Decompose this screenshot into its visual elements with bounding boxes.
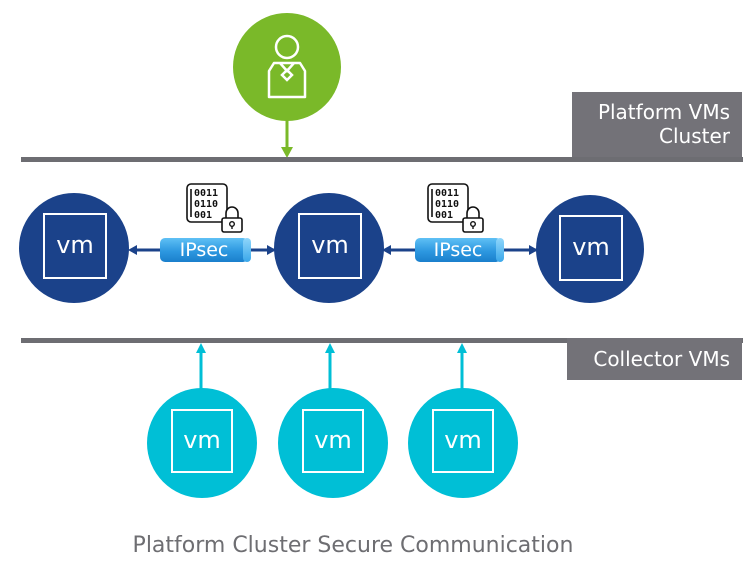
data-line: 0011 <box>194 188 218 199</box>
ipsec-label: IPsec <box>179 239 229 261</box>
vm-label: vm <box>183 426 221 454</box>
diagram-caption: Platform Cluster Secure Communication <box>132 533 574 558</box>
encrypted-data-icon: 0011 0110 001 <box>427 183 484 233</box>
data-line: 0110 <box>435 199 459 210</box>
data-line: 0110 <box>194 199 218 210</box>
vm-icon: vm <box>559 215 623 281</box>
data-line: 001 <box>435 210 453 221</box>
user-node <box>233 13 341 121</box>
collector-vm-node: vm <box>278 388 388 498</box>
platform-vm-node: vm <box>274 193 384 303</box>
platform-vm-node: vm <box>19 193 129 303</box>
collector-vm-node: vm <box>408 388 518 498</box>
vm-label: vm <box>311 231 349 259</box>
collector-arrow <box>196 343 206 391</box>
vm-icon: vm <box>43 213 107 279</box>
vm-icon: vm <box>298 213 362 279</box>
collector-label-text: Collector VMs <box>593 347 730 371</box>
user-icon <box>267 34 307 99</box>
ipsec-tunnel: IPsec <box>160 238 251 262</box>
ipsec-tube-end <box>243 238 251 262</box>
vm-icon: vm <box>432 409 494 473</box>
platform-vm-node: vm <box>536 195 644 303</box>
vm-icon: vm <box>302 409 364 473</box>
ipsec-label: IPsec <box>433 239 483 261</box>
platform-divider <box>21 157 743 162</box>
collector-label: Collector VMs <box>567 338 742 380</box>
platform-label-line1: Platform VMs <box>597 100 730 124</box>
data-line: 001 <box>194 210 212 221</box>
vm-label: vm <box>572 233 610 261</box>
ipsec-tube-end <box>496 238 504 262</box>
platform-label-line2: Cluster <box>659 124 730 148</box>
user-to-cluster-arrow <box>281 120 293 158</box>
platform-cluster-label: Platform VMs Cluster <box>572 92 742 160</box>
vm-label: vm <box>314 426 352 454</box>
collector-vm-node: vm <box>147 388 257 498</box>
data-line: 0011 <box>435 188 459 199</box>
vm-label: vm <box>444 426 482 454</box>
collector-divider <box>21 338 743 343</box>
ipsec-tunnel: IPsec <box>415 238 504 262</box>
vm-icon: vm <box>171 409 233 473</box>
encrypted-data-icon: 0011 0110 001 <box>186 183 243 233</box>
collector-arrow <box>325 343 335 391</box>
vm-label: vm <box>56 231 94 259</box>
collector-arrow <box>457 343 467 391</box>
